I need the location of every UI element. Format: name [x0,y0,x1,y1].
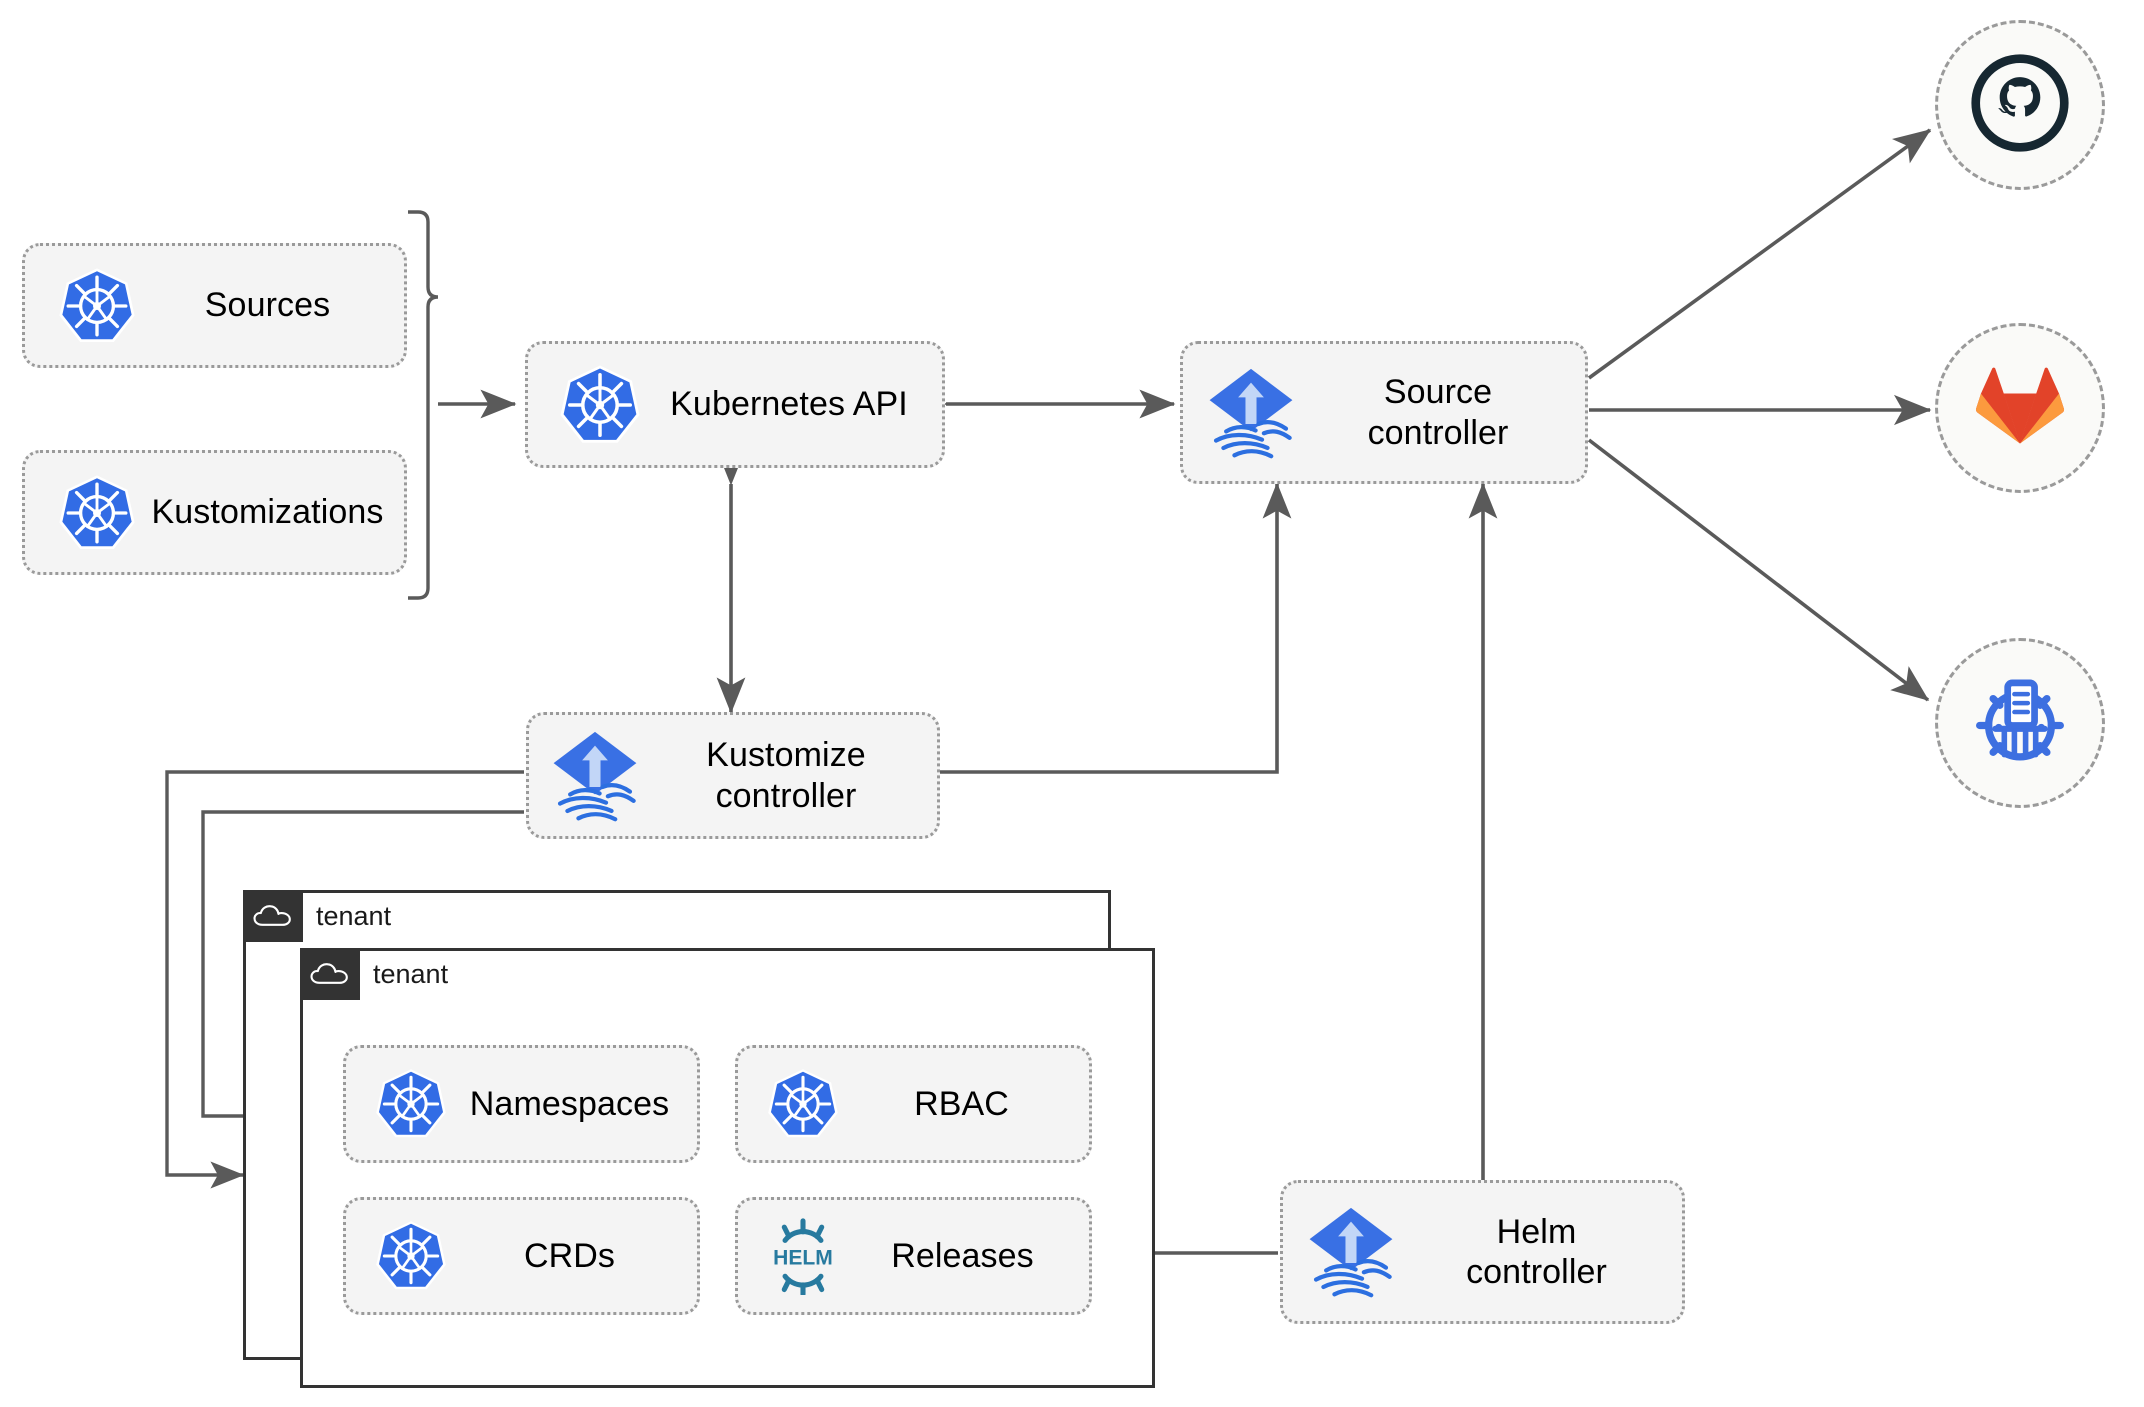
card-sources[interactable]: Sources [22,243,407,368]
card-source-controller-label: Source controller [1367,373,1509,452]
tenant-2-label: tenant [373,958,449,989]
card-kubernetes-api[interactable]: Kubernetes API [525,341,945,468]
kubernetes-icon [57,266,137,346]
kubernetes-icon [57,473,137,553]
card-namespaces-label: Namespaces [469,1084,670,1123]
flux-icon [549,730,641,822]
provider-gitlab[interactable] [1935,323,2105,493]
sources-group-bracket [408,210,439,600]
card-kubernetes-api-label: Kubernetes API [670,385,908,424]
card-helm-controller[interactable]: Helm controller [1280,1180,1685,1324]
card-kustomizations[interactable]: Kustomizations [22,450,407,575]
card-sources-label: Sources [204,286,331,325]
cloud-icon [309,959,351,989]
kubernetes-icon [374,1067,448,1141]
card-crds-label: CRDs [523,1236,616,1275]
card-rbac-label: RBAC [914,1084,1009,1123]
arrow-source-to-helm-repository [1587,438,1930,702]
kubernetes-icon [766,1067,840,1141]
card-namespaces[interactable]: Namespaces [343,1045,700,1163]
card-releases[interactable]: Releases [735,1197,1092,1315]
flux-icon [1205,367,1297,459]
tenant-2-tab [300,948,360,1000]
card-source-controller[interactable]: Source controller [1180,341,1588,484]
card-kustomizations-label: Kustomizations [151,493,384,532]
arrow-source-to-github [1587,128,1932,380]
card-crds[interactable]: CRDs [343,1197,700,1315]
tenant-1-tab [243,890,303,942]
github-icon [1966,49,2074,162]
card-rbac[interactable]: RBAC [735,1045,1092,1163]
card-kustomize-controller[interactable]: Kustomize controller [526,712,940,839]
card-helm-controller-label: Helm controller [1466,1212,1607,1291]
provider-helm-repository[interactable] [1935,638,2105,808]
cloud-icon [252,901,294,931]
card-releases-label: Releases [891,1236,1034,1275]
provider-github[interactable] [1935,20,2105,190]
flux-icon [1305,1206,1397,1298]
kubernetes-icon [374,1219,448,1293]
kubernetes-icon [558,363,642,447]
arrow-kustomize-to-source-controller [940,482,1292,774]
gitlab-icon [1968,354,2072,463]
helm-icon [764,1217,842,1295]
card-kustomize-controller-label: Kustomize controller [706,736,866,815]
tenant-container-2[interactable]: tenant Namespaces RBAC CRDs Releases [300,948,1155,1388]
helm-repository-icon [1964,665,2076,782]
tenant-1-label: tenant [316,900,392,931]
